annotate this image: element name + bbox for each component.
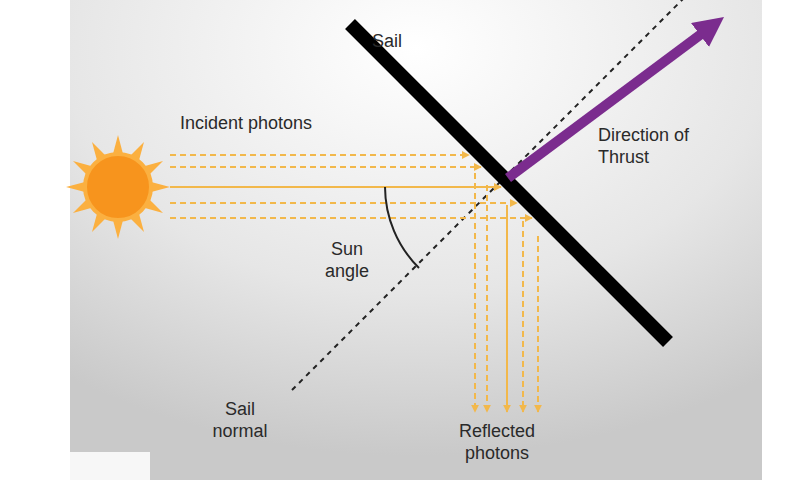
incident-photon: [170, 202, 517, 204]
reflected-photon: [506, 205, 508, 412]
incident-photon: [170, 217, 532, 219]
reflected-photon: [522, 221, 524, 412]
background-panel: [70, 0, 762, 480]
sun-angle-label: Sun angle: [312, 238, 382, 282]
reflected-photon: [486, 185, 488, 412]
incident-photon: [170, 154, 469, 156]
sun-disc: [85, 154, 151, 220]
sail-normal-line: [292, 0, 700, 390]
reflected-photon: [537, 236, 539, 412]
incident-photon: [170, 186, 501, 188]
reflected-label: Reflected photons: [447, 420, 547, 464]
incident-photon: [170, 166, 481, 168]
sail: [350, 24, 668, 342]
sail-normal-label: Sail normal: [205, 398, 275, 442]
reflected-photon: [474, 173, 476, 412]
sun: [66, 135, 170, 239]
corner-patch: [70, 452, 150, 480]
thrust-label: Direction of Thrust: [598, 124, 710, 168]
photon-rays: [170, 155, 538, 412]
sun-angle-arc: [385, 187, 419, 268]
incident-label: Incident photons: [180, 112, 360, 134]
sail-label: Sail: [372, 30, 432, 52]
thrust-arrow: [508, 26, 712, 178]
